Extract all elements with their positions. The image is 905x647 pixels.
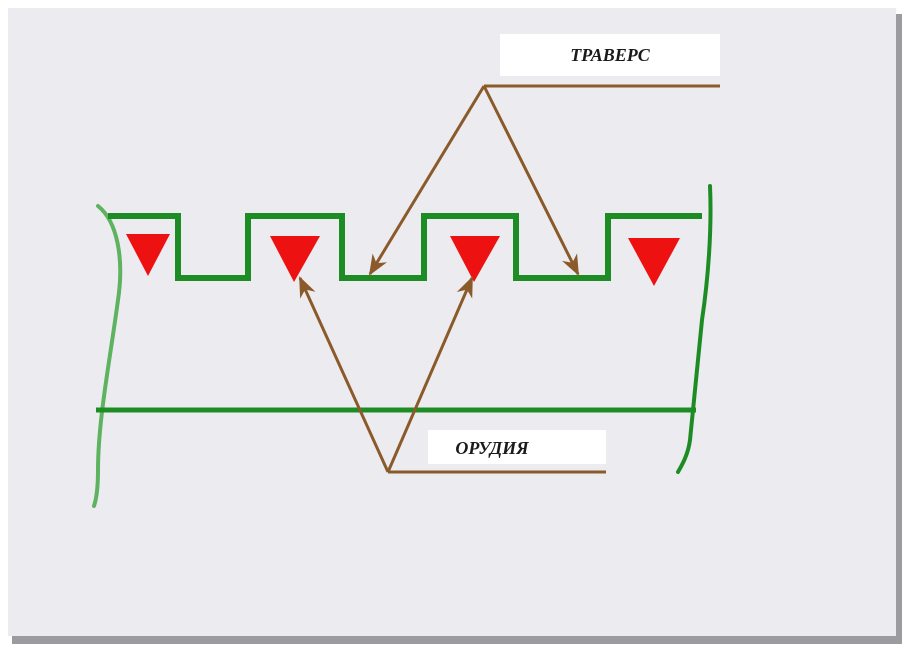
traverse-arrow-right (482, 85, 580, 276)
guns-arrow-left (298, 276, 390, 473)
traverse-arrow-left (368, 85, 486, 276)
guns-label: ОРУДИЯ (455, 438, 529, 458)
gun-triangle-icon-3 (450, 236, 500, 282)
guns-arrow-right (386, 276, 474, 473)
traverse-label-box (500, 34, 720, 76)
gun-triangle-icon-4 (628, 238, 680, 286)
gun-triangle-icon-1 (126, 234, 170, 276)
right-wall-line (676, 184, 713, 474)
front-trench-traverses (108, 213, 702, 281)
gun-triangle-icon-2 (270, 236, 320, 282)
traverse-label: ТРАВЕРС (570, 45, 650, 65)
left-wall-line (92, 204, 123, 508)
guns-label-box (428, 430, 606, 464)
